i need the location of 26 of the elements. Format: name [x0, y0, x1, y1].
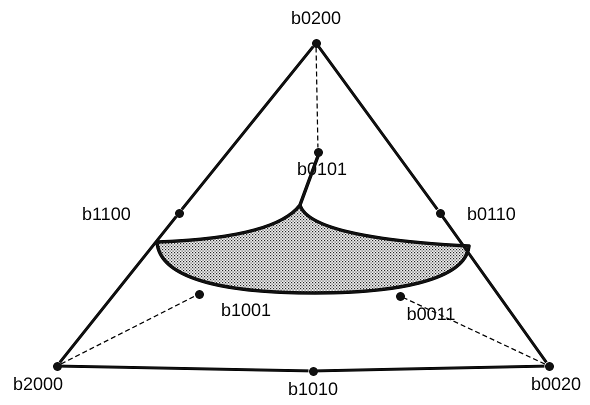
point-label: b1001: [220, 301, 272, 319]
point-label: b0110: [467, 205, 516, 223]
point-marker: [52, 362, 62, 370]
line: [180, 46, 314, 210]
line: [441, 216, 548, 364]
line: [317, 364, 545, 372]
dashed-line: [404, 297, 546, 365]
point-marker: [314, 148, 322, 156]
point-marker: [544, 362, 554, 370]
point-marker: [312, 38, 320, 48]
point-label: b2000: [12, 375, 64, 393]
point-label: b1010: [288, 380, 338, 398]
point-label: b0200: [290, 9, 342, 27]
line: [58, 216, 178, 364]
dashed-line: [315, 47, 319, 148]
point-marker: [194, 290, 204, 298]
point-label: b1100: [82, 205, 131, 223]
point-marker: [308, 366, 318, 376]
point-marker: [396, 292, 404, 300]
point-marker: [436, 208, 444, 218]
point-label: b0011: [406, 305, 456, 323]
line: [317, 46, 439, 210]
dashed-line: [60, 295, 196, 365]
point-marker: [174, 208, 184, 218]
line: [61, 364, 309, 372]
point-label: b0020: [530, 375, 582, 393]
